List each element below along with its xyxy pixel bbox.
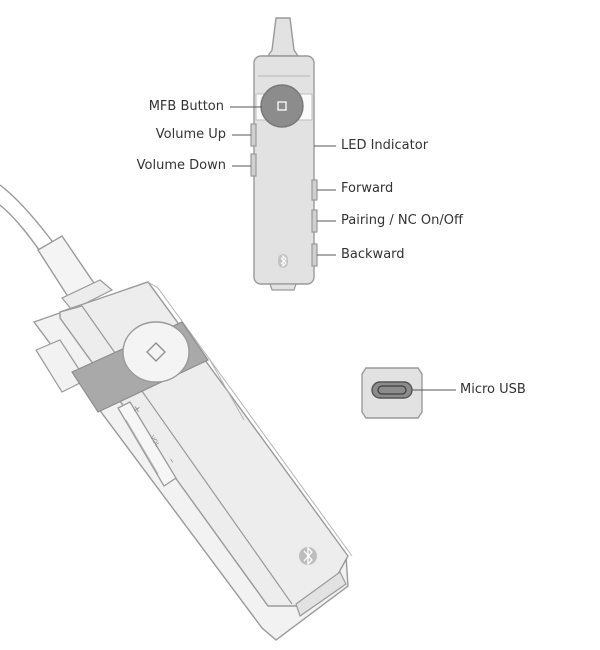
label-backward: Backward bbox=[341, 247, 405, 262]
micro-usb-port bbox=[361, 367, 423, 419]
front-antenna bbox=[266, 17, 300, 57]
front-mfb-button bbox=[260, 84, 304, 128]
leader-lines bbox=[230, 106, 456, 391]
label-mfb-button: MFB Button bbox=[148, 99, 224, 114]
label-volume-down: Volume Down bbox=[136, 158, 226, 173]
backward-key bbox=[311, 243, 318, 267]
label-led-indicator: LED Indicator bbox=[341, 138, 429, 153]
forward-key bbox=[311, 179, 318, 201]
vol-minus-mark: – bbox=[165, 456, 177, 466]
label-pairing-nc: Pairing / NC On/Off bbox=[341, 213, 463, 228]
volume-up-key bbox=[250, 123, 257, 147]
angled-volume-rocker bbox=[117, 401, 177, 487]
square-icon bbox=[277, 101, 287, 111]
square-icon bbox=[146, 342, 166, 362]
angled-device bbox=[0, 184, 353, 641]
label-micro-usb: Micro USB bbox=[460, 382, 526, 397]
front-device bbox=[250, 17, 318, 291]
pairing-key bbox=[311, 209, 318, 233]
label-forward: Forward bbox=[341, 181, 394, 196]
volume-down-key bbox=[250, 153, 257, 177]
label-volume-up: Volume Up bbox=[155, 127, 226, 142]
angled-mfb-button bbox=[122, 321, 190, 383]
